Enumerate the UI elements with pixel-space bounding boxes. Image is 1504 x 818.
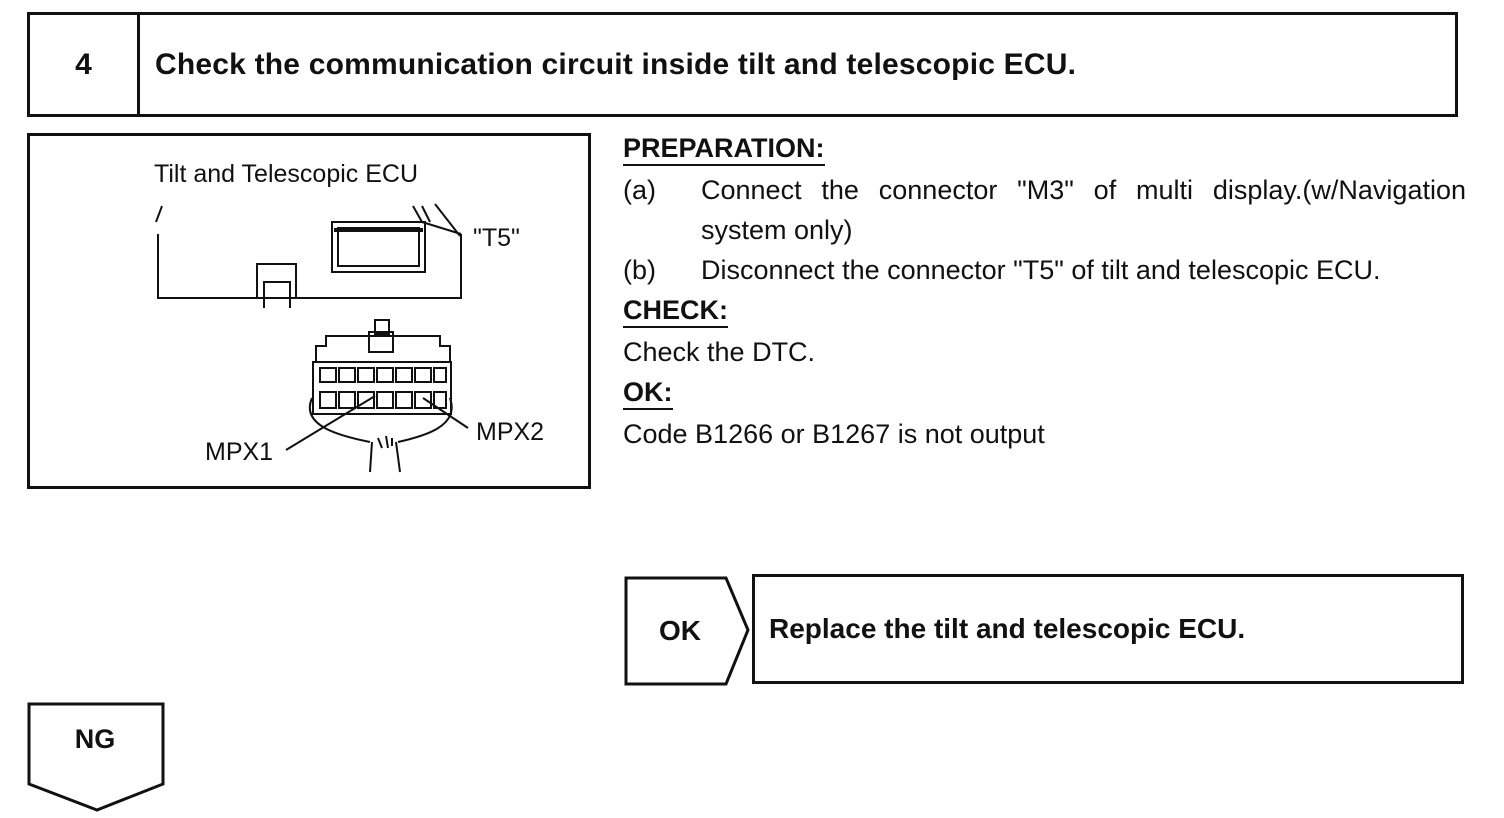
preparation-item-text: Connect the connector "M3" of multi disp… <box>701 175 1466 245</box>
ecu-connector-illustration: Tilt and Telescopic ECU "T5" MPX1 MPX2 <box>27 133 591 489</box>
ok-action-text: Replace the tilt and telescopic ECU. <box>769 613 1246 644</box>
check-heading: CHECK: <box>623 294 728 328</box>
ok-arrow-shape <box>624 576 750 686</box>
mpx2-label: MPX2 <box>476 418 545 446</box>
ecu-label: Tilt and Telescopic ECU <box>154 160 419 188</box>
mpx1-label: MPX1 <box>205 438 274 466</box>
ng-arrow-shape <box>27 702 165 812</box>
step-header: 4 Check the communication circuit inside… <box>27 12 1458 117</box>
ng-result-tag: NG <box>27 702 167 814</box>
procedure-text: PREPARATION: (a) Connect the connector "… <box>623 128 1466 454</box>
step-number: 4 <box>30 15 140 114</box>
ok-label: OK <box>659 615 701 646</box>
ok-result-tag: OK <box>624 576 750 686</box>
preparation-item-letter: (b) <box>623 255 656 285</box>
ok-criteria-text: Code B1266 or B1267 is not output <box>623 419 1045 449</box>
step-title: Check the communication circuit inside t… <box>155 47 1077 81</box>
ecu-diagram <box>155 203 469 473</box>
preparation-heading: PREPARATION: <box>623 132 825 166</box>
preparation-item-letter: (a) <box>623 175 656 205</box>
preparation-item: (a) Connect the connector "M3" of multi … <box>623 170 1466 250</box>
ok-action-box: Replace the tilt and telescopic ECU. <box>752 574 1464 684</box>
preparation-item: (b) Disconnect the connector "T5" of til… <box>623 250 1466 290</box>
preparation-item-text: Disconnect the connector "T5" of tilt an… <box>701 255 1381 285</box>
ok-criteria-heading: OK: <box>623 376 673 410</box>
connector-label: "T5" <box>473 224 520 252</box>
check-text: Check the DTC. <box>623 337 816 367</box>
ng-label: NG <box>74 724 116 754</box>
